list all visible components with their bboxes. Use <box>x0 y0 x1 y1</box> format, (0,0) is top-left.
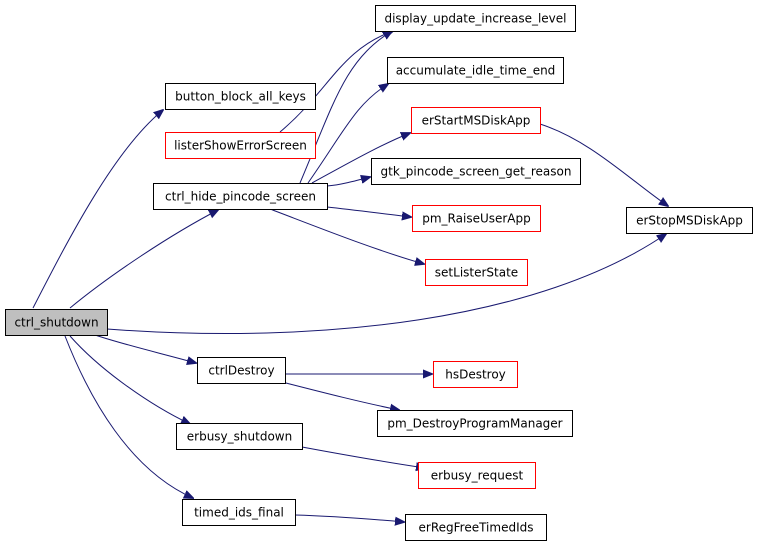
node-listerShowErrorScreen[interactable]: listerShowErrorScreen <box>165 132 316 159</box>
node-setListerState[interactable]: setListerState <box>425 259 528 286</box>
edge-ctrl_hide_pincode_screen-to-pm_RaiseUserApp <box>326 206 411 217</box>
node-box <box>182 499 296 526</box>
node-label: ctrl_hide_pincode_screen <box>165 190 316 204</box>
node-pm_RaiseUserApp[interactable]: pm_RaiseUserApp <box>412 205 541 232</box>
node-erStopMSDiskApp[interactable]: erStopMSDiskApp <box>626 207 753 234</box>
node-label: timed_ids_final <box>194 506 284 520</box>
node-accumulate_idle_time_end[interactable]: accumulate_idle_time_end <box>387 57 564 84</box>
node-box <box>153 183 328 210</box>
node-label: pm_DestroyProgramManager <box>387 417 562 431</box>
node-display_update_increase_level[interactable]: display_update_increase_level <box>375 5 576 32</box>
node-box <box>165 132 316 159</box>
node-box <box>626 207 753 234</box>
node-box <box>387 57 564 84</box>
node-label: display_update_increase_level <box>384 12 566 26</box>
edge-ctrl_shutdown-to-button_block_all_keys <box>32 110 163 309</box>
node-box <box>425 259 528 286</box>
node-label: erbusy_shutdown <box>187 430 292 444</box>
node-box <box>418 462 536 489</box>
edge-ctrl_shutdown-to-ctrlDestroy <box>94 334 196 363</box>
edge-erStartMSDiskApp-to-erStopMSDiskApp <box>539 123 668 206</box>
node-gtk_pincode_screen_get_reason[interactable]: gtk_pincode_screen_get_reason <box>371 158 581 185</box>
edge-ctrl_shutdown-to-ctrl_hide_pincode_screen <box>69 210 218 309</box>
node-box <box>5 309 108 336</box>
node-label: hsDestroy <box>445 368 506 382</box>
node-box <box>371 158 581 185</box>
node-ctrl_hide_pincode_screen[interactable]: ctrl_hide_pincode_screen <box>153 183 328 210</box>
nodes-layer: ctrl_shutdown button_block_all_keyslister… <box>5 5 753 541</box>
node-timed_ids_final[interactable]: timed_ids_final <box>182 499 296 526</box>
node-pm_DestroyProgramManager[interactable]: pm_DestroyProgramManager <box>377 410 573 437</box>
edge-erbusy_shutdown-to-erbusy_request <box>301 446 425 468</box>
node-box <box>377 410 573 437</box>
node-label: setListerState <box>435 266 518 280</box>
edge-ctrl_hide_pincode_screen-to-erStartMSDiskApp <box>311 133 410 184</box>
node-label: accumulate_idle_time_end <box>396 64 556 78</box>
node-erbusy_shutdown[interactable]: erbusy_shutdown <box>176 423 303 450</box>
edge-ctrlDestroy-to-pm_DestroyProgramManager <box>281 381 399 410</box>
edge-ctrl_shutdown-to-erStopMSDiskApp <box>106 234 666 335</box>
node-label: ctrl_shutdown <box>14 316 98 330</box>
edge-timed_ids_final-to-erRegFreeTimedIds <box>294 514 404 522</box>
node-label: erRegFreeTimedIds <box>419 521 534 535</box>
node-label: erStartMSDiskApp <box>422 114 531 128</box>
edge-ctrl_hide_pincode_screen-to-setListerState <box>269 208 424 264</box>
node-box <box>412 205 541 232</box>
node-erRegFreeTimedIds[interactable]: erRegFreeTimedIds <box>405 514 547 541</box>
node-ctrl_shutdown[interactable]: ctrl_shutdown <box>5 309 108 336</box>
node-label: pm_RaiseUserApp <box>422 212 531 226</box>
node-box <box>375 5 576 32</box>
node-label: button_block_all_keys <box>175 90 306 104</box>
node-button_block_all_keys[interactable]: button_block_all_keys <box>165 83 316 110</box>
node-label: erStopMSDiskApp <box>636 214 743 228</box>
node-ctrlDestroy[interactable]: ctrlDestroy <box>197 357 286 384</box>
edge-ctrl_shutdown-to-timed_ids_final <box>64 335 193 498</box>
edge-ctrl_shutdown-to-erbusy_shutdown <box>69 335 190 424</box>
node-box <box>405 514 547 541</box>
edge-ctrl_hide_pincode_screen-to-gtk_pincode_screen_get_reason <box>326 177 370 187</box>
node-erStartMSDiskApp[interactable]: erStartMSDiskApp <box>411 107 541 134</box>
node-label: gtk_pincode_screen_get_reason <box>381 165 572 179</box>
node-label: listerShowErrorScreen <box>174 139 307 153</box>
node-erbusy_request[interactable]: erbusy_request <box>418 462 536 489</box>
edges-layer <box>32 31 668 522</box>
node-box <box>165 83 316 110</box>
node-label: erbusy_request <box>431 469 524 483</box>
edge-ctrl_hide_pincode_screen-to-accumulate_idle_time_end <box>307 84 388 184</box>
node-box <box>411 107 541 134</box>
edge-listerShowErrorScreen-to-display_update_increase_level <box>279 31 393 133</box>
node-label: ctrlDestroy <box>208 364 274 378</box>
node-box <box>433 361 518 388</box>
node-box <box>197 357 286 384</box>
node-box <box>176 423 303 450</box>
node-hsDestroy[interactable]: hsDestroy <box>433 361 518 388</box>
